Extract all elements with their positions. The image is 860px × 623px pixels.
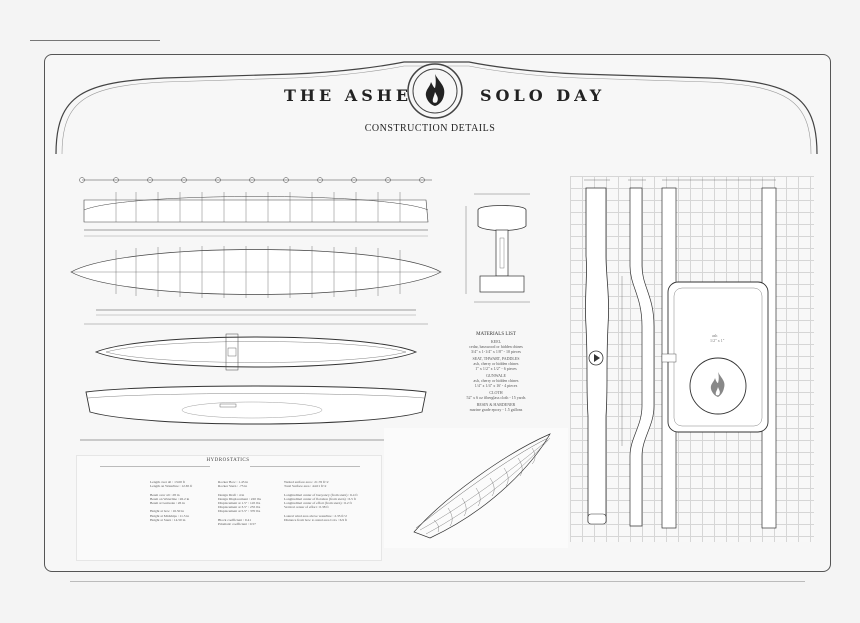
paddle-label-dims: 1/2" x 1" [710, 338, 725, 343]
paddle-drawing [584, 179, 777, 529]
title-left: THE ASHES [284, 86, 428, 105]
hydro-rule-left [100, 466, 210, 467]
seat-pedestal-drawing [465, 193, 530, 303]
page-subtitle: CONSTRUCTION DETAILS [364, 123, 496, 134]
hull-perspective-drawing [384, 428, 568, 548]
bottom-rule [70, 581, 805, 582]
materials-heading: MATERIALS LIST [476, 332, 516, 337]
hydrostatics-col-1: Length over all : 13.00 ft Length on Wat… [150, 480, 193, 522]
top-rule [30, 40, 160, 41]
canoe-profile-drawings [70, 177, 442, 441]
flame-logo-icon [407, 63, 463, 119]
hydrostatics-panel [76, 455, 382, 561]
title-right: SOLO DAY [480, 86, 606, 105]
hydro-rule-right [250, 466, 360, 467]
hydrostatics-col-3: Wetted surface area : 21.76 ft^2 Total S… [284, 480, 358, 522]
paddle-label: ash [712, 333, 718, 338]
hydrostatics-col-2: Rocker Bow : 1.45 in Rocker Stern : .75 … [218, 480, 261, 527]
hydrostatics-heading: HYDROSTATICS [206, 458, 250, 463]
